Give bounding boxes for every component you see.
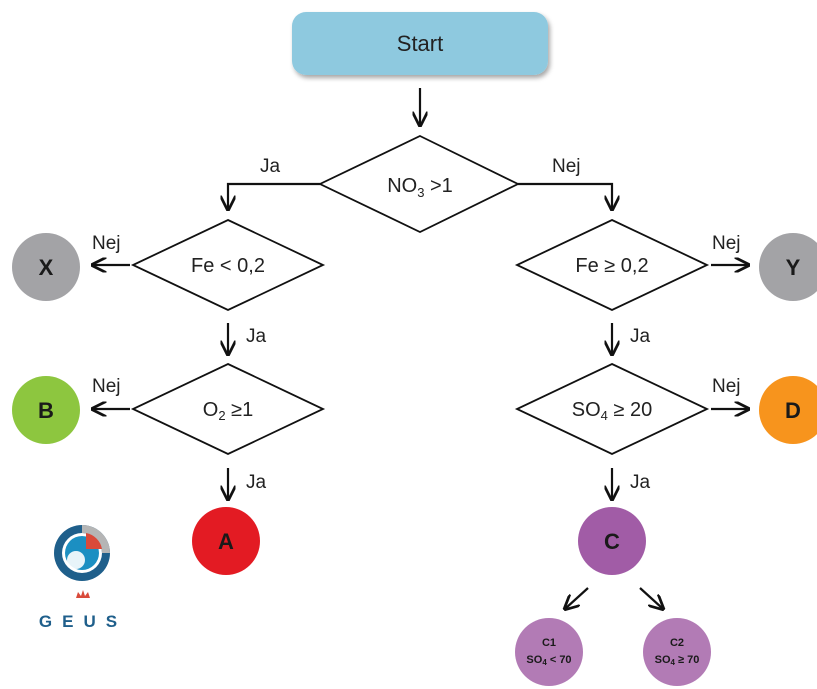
label-fe-right-yes: Ja: [630, 326, 651, 347]
decision-fe-left: Fe < 0,2: [130, 219, 326, 311]
outcome-b-label: B: [38, 398, 54, 423]
label-so4-yes: Ja: [630, 472, 651, 493]
outcome-c: C: [578, 507, 646, 575]
outcome-d-label: D: [785, 398, 801, 423]
outcome-c1-condition: SO4 < 70: [526, 654, 571, 667]
outcome-y: Y: [759, 233, 817, 301]
edge-c-c2: [639, 587, 662, 608]
label-no3-right: Nej: [552, 156, 581, 177]
outcome-y-label: Y: [786, 255, 801, 280]
label-so4-no: Nej: [712, 376, 741, 397]
label-fe-right-no: Nej: [712, 233, 741, 254]
outcome-d: D: [759, 376, 817, 444]
decision-o2-text: O2 ≥1: [203, 399, 253, 423]
edge-labels: Ja Nej Nej Ja Nej Ja Nej Ja Nej Ja: [92, 156, 741, 493]
outcome-b: B: [12, 376, 80, 444]
decision-so4: SO4 ≥ 20: [514, 363, 710, 455]
edges: [94, 88, 747, 608]
label-o2-no: Nej: [92, 376, 121, 397]
start-label: Start: [397, 31, 443, 56]
decision-no3: NO3 >1: [317, 134, 521, 234]
decision-fe-right-text: Fe ≥ 0,2: [575, 255, 648, 277]
start-node: Start: [292, 12, 548, 75]
decision-no3-text: NO3 >1: [387, 175, 453, 200]
edge-c-c1: [566, 587, 589, 608]
outcome-c1-title: C1: [542, 637, 556, 649]
outcome-x: X: [12, 233, 80, 301]
label-o2-yes: Ja: [246, 472, 267, 493]
geus-logo: GEUS: [39, 525, 127, 631]
edge-no3-fe-left: [228, 182, 320, 208]
outcome-c2-title: C2: [670, 637, 684, 649]
geus-emblem-icon: [54, 525, 110, 581]
geus-logo-text: GEUS: [39, 612, 127, 631]
label-fe-left-no: Nej: [92, 233, 121, 254]
outcome-c-label: C: [604, 529, 620, 554]
decision-so4-text: SO4 ≥ 20: [572, 399, 652, 423]
decision-fe-right: Fe ≥ 0,2: [514, 219, 710, 311]
outcome-c1: C1 SO4 < 70: [515, 618, 583, 686]
edge-no3-fe-right: [518, 182, 612, 208]
label-no3-left: Ja: [260, 156, 281, 177]
crown-icon: [76, 590, 90, 598]
decision-fe-left-text: Fe < 0,2: [191, 255, 265, 277]
outcome-c2-condition: SO4 ≥ 70: [655, 654, 700, 667]
label-fe-left-yes: Ja: [246, 326, 267, 347]
outcome-a-label: A: [218, 529, 234, 554]
outcome-a: A: [192, 507, 260, 575]
outcome-c2: C2 SO4 ≥ 70: [643, 618, 711, 686]
outcome-x-label: X: [39, 255, 54, 280]
decision-o2: O2 ≥1: [130, 363, 326, 455]
